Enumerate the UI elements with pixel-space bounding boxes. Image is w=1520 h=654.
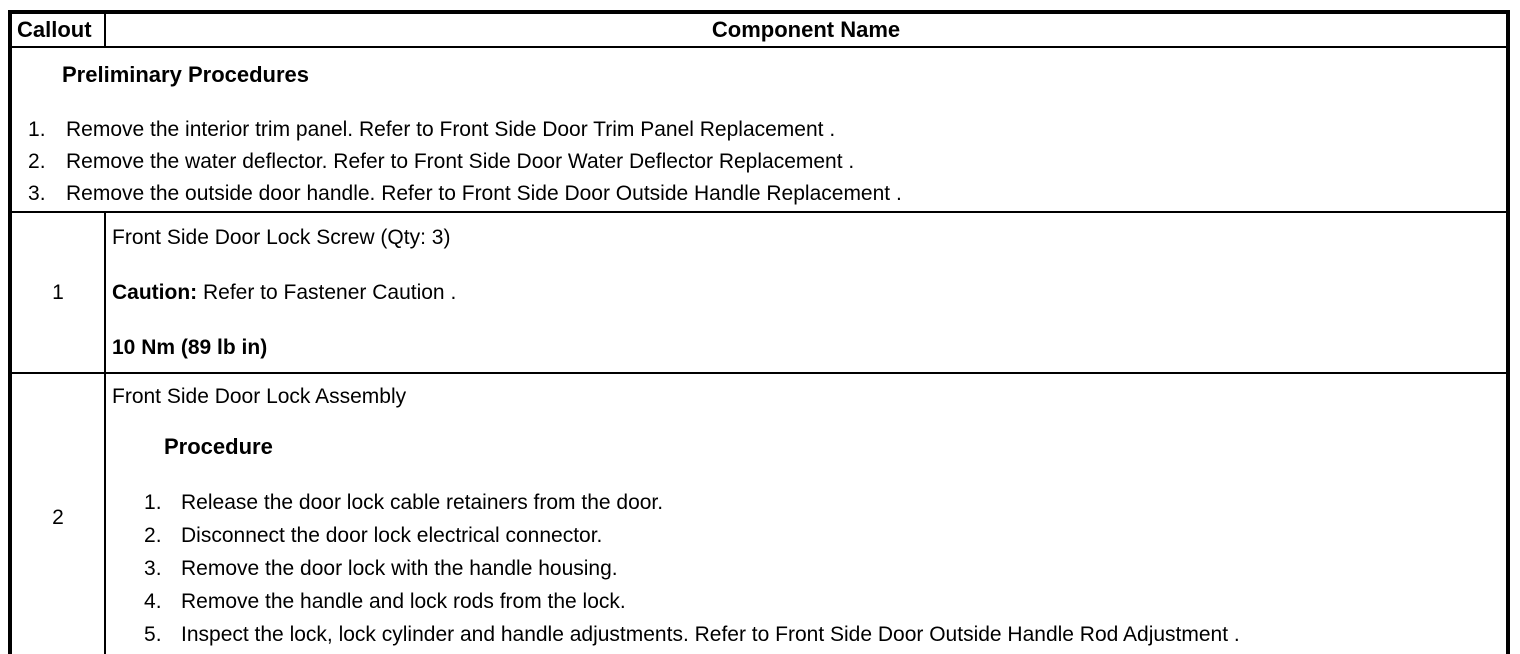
table-row-callout-1: 1 Front Side Door Lock Screw (Qty: 3) Ca…: [9, 211, 1509, 374]
procedure-title: Procedure: [164, 434, 273, 459]
component-cell: Front Side Door Lock Screw (Qty: 3) Caut…: [104, 211, 1509, 374]
procedure-steps-list: Release the door lock cable retainers fr…: [112, 486, 1498, 651]
component-name-column-header: Component Name: [104, 11, 1509, 48]
list-item: Disconnect the door lock electrical conn…: [144, 519, 603, 552]
preliminary-procedures-row: Preliminary Procedures Remove the interi…: [9, 46, 1509, 213]
list-item: Remove the interior trim panel. Refer to…: [28, 114, 836, 146]
preliminary-steps-list: Remove the interior trim panel. Refer to…: [12, 114, 1506, 210]
callout-number: 2: [9, 372, 106, 654]
list-item: Remove the door lock with the handle hou…: [144, 552, 618, 585]
list-item: Remove the water deflector. Refer to Fro…: [28, 146, 855, 178]
list-item: Inspect the lock, lock cylinder and hand…: [144, 618, 1240, 651]
caution-line: Caution: Refer to Fastener Caution .: [112, 277, 1498, 308]
caution-label: Caution:: [112, 281, 198, 304]
caution-text: Refer to Fastener Caution .: [197, 281, 457, 304]
callout-number: 1: [9, 211, 106, 374]
callout-table: Callout Component Name Preliminary Proce…: [8, 10, 1510, 654]
list-item: Remove the handle and lock rods from the…: [144, 585, 626, 618]
list-item: Release the door lock cable retainers fr…: [144, 486, 664, 519]
table-header-row: Callout Component Name: [9, 11, 1509, 48]
component-name: Front Side Door Lock Assembly: [112, 385, 407, 408]
list-item: Remove the outside door handle. Refer to…: [28, 178, 902, 210]
component-cell: Front Side Door Lock Assembly Procedure …: [104, 372, 1509, 654]
torque-spec: 10 Nm (89 lb in): [112, 336, 268, 359]
callout-column-header: Callout: [9, 11, 106, 48]
preliminary-procedures-cell: Preliminary Procedures Remove the interi…: [9, 46, 1509, 213]
component-name: Front Side Door Lock Screw (Qty: 3): [112, 226, 451, 249]
table-row-callout-2: 2 Front Side Door Lock Assembly Procedur…: [9, 372, 1509, 654]
preliminary-procedures-title: Preliminary Procedures: [62, 62, 310, 87]
